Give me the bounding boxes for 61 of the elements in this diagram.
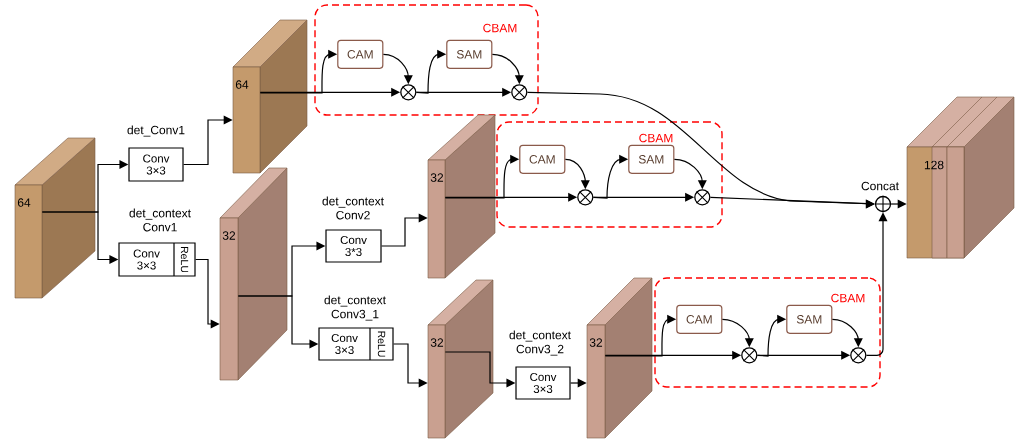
- arrow: [564, 158, 590, 190]
- layer-label: det_context Conv2: [322, 196, 384, 220]
- arrow: [183, 115, 233, 166]
- attention-box: CAM: [519, 144, 566, 174]
- feature-map-block: 32: [427, 114, 496, 279]
- arrow: [444, 154, 520, 199]
- multiply-symbol: [511, 84, 528, 101]
- feature-map-block: 32: [427, 279, 494, 439]
- attention-box: SAM: [786, 304, 833, 334]
- arrow: [592, 154, 629, 199]
- multiply-symbol: [577, 189, 594, 206]
- arrow: [491, 53, 524, 85]
- feature-map-block: 32: [219, 167, 288, 381]
- arrow: [237, 295, 319, 349]
- multiply-symbol: [850, 347, 867, 364]
- layer-label: det_context Conv3_1: [324, 295, 386, 321]
- attention-box: SAM: [446, 39, 493, 69]
- node-label: 32: [589, 338, 603, 347]
- arrow: [444, 351, 516, 388]
- arrow: [721, 318, 754, 348]
- arrow: [415, 49, 447, 94]
- layer-label: det_context Conv1: [129, 208, 191, 232]
- node-label: 128: [924, 160, 944, 170]
- conv-box: Conv 3×3: [515, 366, 571, 400]
- layer-label: det_context Conv3_2: [509, 330, 571, 356]
- feature-map-block: 32: [586, 277, 653, 439]
- arrow: [259, 49, 338, 94]
- arrow: [570, 378, 587, 388]
- attention-box: SAM: [628, 144, 675, 174]
- arrow: [709, 196, 875, 209]
- arrow: [393, 343, 428, 388]
- arrow: [673, 158, 707, 190]
- node-label: 64: [235, 80, 249, 89]
- arrow: [865, 212, 888, 356]
- conv-box: Conv 3×3: [128, 147, 184, 182]
- add-symbol: [874, 195, 892, 213]
- node-label: 64: [17, 198, 31, 207]
- node-label: 32: [430, 173, 444, 182]
- arrow: [756, 314, 787, 357]
- arrow: [604, 314, 677, 357]
- feature-map-block: 128: [906, 96, 1015, 259]
- conv-relu-box: Conv 3×3 ReLU: [118, 242, 196, 277]
- multiply-symbol: [400, 84, 417, 101]
- arrow: [195, 258, 220, 329]
- layer-label: Concat: [861, 181, 899, 191]
- arrow: [41, 211, 119, 264]
- feature-map-block: 64: [14, 137, 96, 299]
- arrow: [831, 318, 863, 348]
- node-label: 32: [222, 231, 236, 240]
- arrow: [890, 199, 907, 209]
- node-label: 32: [430, 338, 444, 347]
- feature-map-block: 64: [232, 19, 308, 174]
- attention-box: CAM: [337, 39, 384, 69]
- multiply-symbol: [694, 189, 711, 206]
- attention-box: CAM: [676, 304, 723, 334]
- arrow: [381, 213, 428, 247]
- multiply-symbol: [741, 347, 758, 364]
- arrow: [382, 53, 413, 85]
- conv-box: Conv 3*3: [325, 229, 382, 263]
- conv-relu-box: Conv 3×3 ReLU: [318, 327, 394, 361]
- layer-label: det_Conv1: [127, 125, 185, 137]
